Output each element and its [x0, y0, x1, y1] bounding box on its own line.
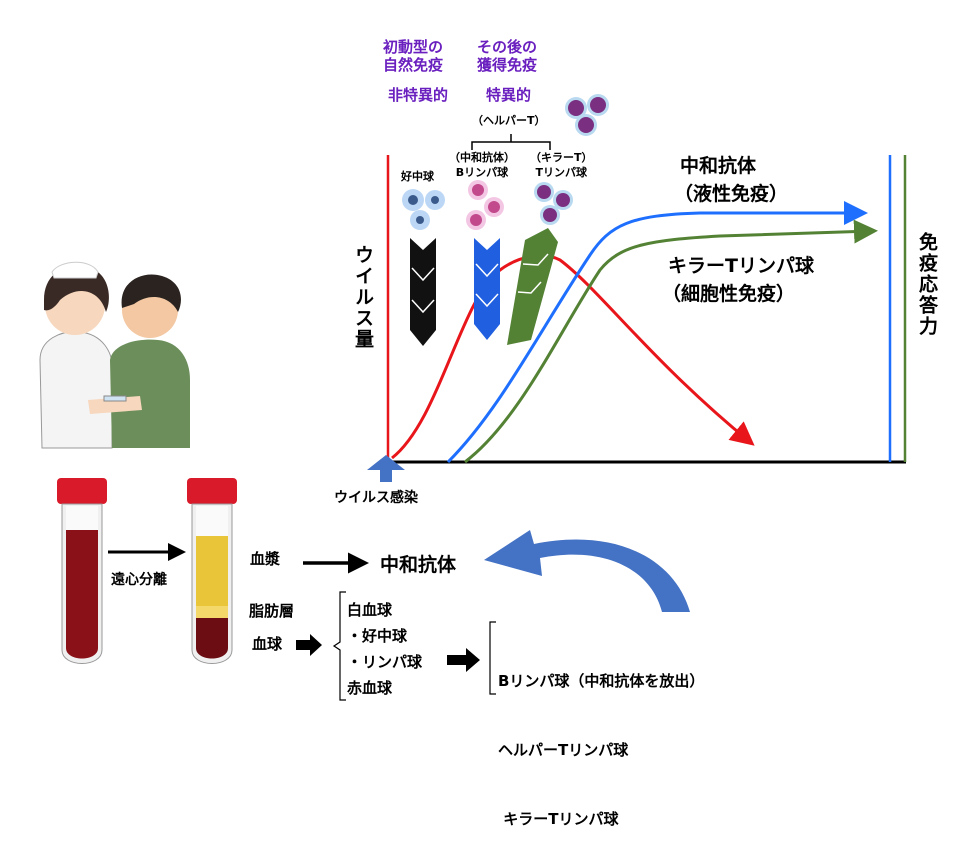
immune-response-diagram: [39, 94, 907, 701]
y-left-axis-label: ウイルス量: [352, 245, 374, 350]
b-cell-label: （中和抗体） Bリンパ球: [449, 150, 515, 180]
list-item: 赤血球: [347, 679, 393, 697]
blood-draw-illustration-icon: [39, 261, 190, 449]
list-item: 白血球: [347, 601, 393, 619]
cell-list-bracket: [332, 591, 346, 701]
y-right-axis-label: 免疫応答力: [916, 232, 938, 337]
b-cell-cells-icon: [466, 180, 504, 230]
specific-label: 特異的: [486, 86, 532, 104]
lymph-list: Bリンパ球（中和抗体を放出） ヘルパーTリンパ球 キラーTリンパ球: [498, 624, 704, 854]
infection-arrow-icon: [367, 455, 405, 482]
antibody-line-1: 中和抗体: [680, 155, 757, 177]
lymph-arrow-icon: [447, 648, 480, 672]
plasma-label: 血漿: [250, 550, 281, 568]
separated-blood-tube-icon: [187, 478, 237, 664]
t-cell-chevron-icon: [507, 228, 558, 345]
list-item: キラーTリンパ球: [498, 810, 619, 828]
antibody-line-2: （液性免疫）: [674, 183, 789, 205]
innate-immunity-label: 初動型の 自然免疫: [383, 38, 443, 74]
blood-cell-label: 血球: [252, 635, 283, 653]
lymph-list-bracket: [489, 621, 496, 695]
neutralizing-antibody-label: 中和抗体 （液性免疫）: [674, 152, 788, 208]
centrifuge-label: 遠心分離: [111, 572, 167, 588]
t-cell-label: （キラーT） Tリンパ球: [530, 150, 593, 180]
killer-t-line-2: （細胞性免疫）: [662, 283, 796, 305]
buffy-coat-label: 脂肪層: [249, 602, 295, 620]
helper-t-bracket: [471, 134, 551, 150]
infection-label: ウイルス感染: [334, 490, 418, 506]
antibody-curve: [446, 201, 868, 464]
b-cell-line-2: Bリンパ球: [455, 166, 509, 179]
blood-cell-arrow-icon: [296, 634, 322, 656]
neutrophil-chevron-icon: [410, 238, 436, 346]
killer-t-cluster-icon: [565, 94, 609, 136]
b-cell-line-1: （中和抗体）: [449, 151, 515, 164]
t-cell-line-2: Tリンパ球: [535, 166, 588, 179]
list-item: ヘルパーTリンパ球: [498, 741, 629, 759]
list-item: Bリンパ球（中和抗体を放出）: [498, 672, 705, 690]
list-item: ・リンパ球: [347, 653, 423, 671]
plasma-result-label: 中和抗体: [380, 554, 457, 576]
killer-t-line-1: キラーTリンパ球: [668, 255, 814, 277]
whole-blood-tube-icon: [57, 478, 107, 664]
b-cell-chevron-icon: [474, 238, 500, 340]
acquired-immunity-label: その後の 獲得免疫: [477, 38, 537, 74]
killer-t-curve: [464, 219, 878, 464]
innate-line-1: 初動型の: [383, 38, 444, 56]
t-cell-line-1: （キラーT）: [530, 151, 593, 164]
acquired-line-1: その後の: [477, 38, 538, 56]
killer-t-label: キラーTリンパ球 （細胞性免疫）: [662, 252, 814, 308]
big-curved-arrow-icon: [484, 530, 690, 612]
acquired-line-2: 獲得免疫: [477, 56, 538, 74]
list-item: ・好中球: [347, 627, 408, 645]
neutrophil-cells-icon: [402, 189, 445, 230]
nonspecific-label: 非特異的: [388, 86, 449, 104]
helper-t-label: （ヘルパーT）: [472, 114, 546, 127]
neutrophil-label: 好中球: [401, 170, 434, 183]
cell-list: 白血球 ・好中球 ・リンパ球 赤血球: [347, 597, 422, 701]
t-cell-cells-icon: [534, 182, 573, 225]
innate-line-2: 自然免疫: [383, 56, 444, 74]
